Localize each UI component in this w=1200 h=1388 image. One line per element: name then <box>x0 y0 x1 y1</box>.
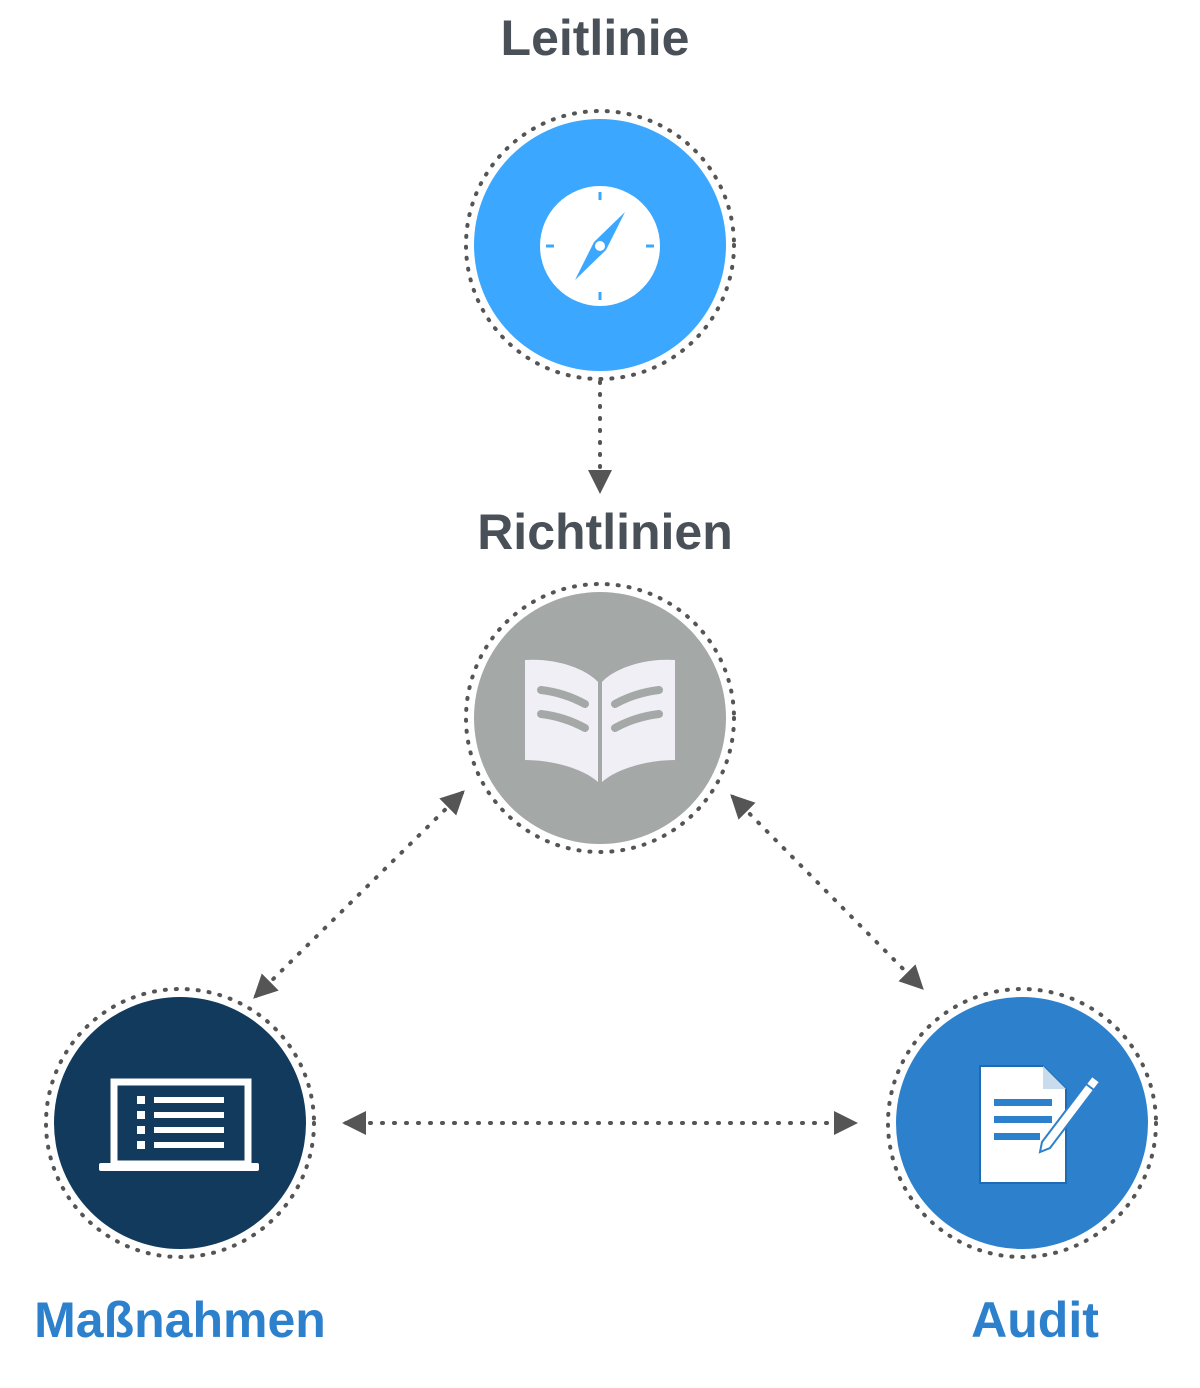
richtlinien-label: Richtlinien <box>477 504 733 560</box>
richtlinien-circle <box>474 592 726 844</box>
leitlinie-node <box>464 109 736 381</box>
audit-label: Audit <box>971 1292 1099 1348</box>
compass-icon <box>540 186 660 306</box>
audit-ring <box>886 987 1158 1259</box>
massnahmen-ring <box>44 987 316 1259</box>
connector-richtlinien-massnahmen <box>253 790 465 999</box>
leitlinie-label: Leitlinie <box>500 10 690 66</box>
audit-node <box>886 987 1158 1259</box>
massnahmen-node <box>44 987 316 1259</box>
connector-richtlinien-audit <box>730 794 924 990</box>
richtlinien-ring <box>464 582 736 854</box>
massnahmen-label: Maßnahmen <box>34 1292 326 1348</box>
document-pencil-icon <box>979 1065 1102 1184</box>
massnahmen-circle <box>54 997 306 1249</box>
laptop-list-icon <box>99 1078 259 1171</box>
richtlinien-node <box>464 582 736 854</box>
leitlinie-ring <box>464 109 736 381</box>
open-book-icon <box>525 659 675 782</box>
